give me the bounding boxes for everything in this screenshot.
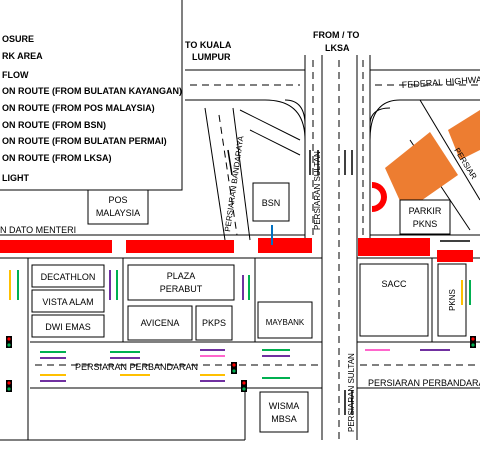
legend-item-route-permai: ON ROUTE (FROM BULATAN PERMAI)	[2, 136, 167, 146]
traffic-light-1	[6, 336, 12, 348]
lane-markings	[35, 60, 480, 440]
building-parkir-box	[399, 199, 451, 235]
legend-item-traffic-light: LIGHT	[2, 173, 29, 183]
building-boxes	[31, 182, 467, 433]
legend: OSURE RK AREA FLOW ON ROUTE (FROM BULATA…	[2, 34, 182, 183]
building-orange-main	[385, 132, 458, 212]
from-to-lksa-line2: LKSA	[325, 43, 350, 53]
road-dato-menteri: N DATO MENTERI	[0, 225, 76, 235]
from-to-lksa-line1: FROM / TO	[313, 30, 359, 40]
legend-item-closure: OSURE	[2, 34, 34, 44]
orange-buildings	[385, 110, 480, 212]
building-sacc-box	[359, 263, 429, 337]
traffic-light-3	[231, 362, 237, 374]
label-parkir-line2: PKNS	[413, 219, 438, 229]
road-persiaran-sultan-lower: PERSIARAN SULTAN	[347, 353, 356, 432]
closure-near-parkir	[358, 238, 430, 256]
building-maybank-box	[257, 301, 313, 339]
flow-arrows	[227, 149, 470, 415]
label-plaza-line2: PERABUT	[160, 284, 203, 294]
traffic-light-2	[6, 380, 12, 392]
legend-item-route-kayangan: ON ROUTE (FROM BULATAN KAYANGAN)	[2, 86, 182, 96]
building-plaza-box	[127, 264, 235, 301]
label-dwi-emas: DWI EMAS	[45, 322, 91, 332]
legend-item-route-pos: ON ROUTE (FROM POS MALAYSIA)	[2, 103, 155, 113]
label-sacc: SACC	[381, 279, 407, 289]
road-persiaran-sultan-upper: PERSIARAN SULTAN	[313, 151, 322, 230]
legend-item-flow: FLOW	[2, 70, 29, 80]
traffic-light-4	[241, 380, 247, 392]
road-perbandaran-right: PERSIARAN PERBANDARA	[368, 378, 480, 388]
building-orange-right	[448, 110, 480, 160]
traffic-lights	[6, 336, 476, 392]
label-avicena: AVICENA	[141, 318, 180, 328]
label-bsn: BSN	[262, 198, 281, 208]
legend-item-park-area: RK AREA	[2, 51, 43, 61]
legend-box	[0, 0, 183, 191]
building-pos-malaysia-box	[87, 189, 149, 225]
label-vista-alam: VISTA ALAM	[42, 297, 93, 307]
building-wisma-box	[259, 391, 309, 433]
road-persiaran-bandaraya: PERSIARAN BANDARAYA	[223, 135, 245, 233]
label-pkps: PKPS	[202, 318, 226, 328]
building-avicena-box	[127, 305, 193, 341]
road-perbandaran-left: PERSIARAN PERBANDARAN	[75, 362, 198, 372]
label-wisma-line1: WISMA	[269, 401, 300, 411]
building-labels: POS MALAYSIA BSN PARKIR PKNS DECATHLON V…	[41, 195, 457, 424]
road-closures	[0, 182, 473, 262]
building-pkps-box	[195, 305, 233, 341]
label-parkir-line1: PARKIR	[409, 206, 442, 216]
label-maybank: MAYBANK	[266, 318, 305, 327]
building-vista-alam-box	[31, 289, 105, 313]
label-pkns: PKNS	[448, 289, 457, 311]
to-kuala-lumpur-line1: TO KUALA	[185, 40, 232, 50]
closure-near-bsn	[258, 238, 312, 253]
closure-dato-menteri-left	[0, 240, 112, 253]
to-kuala-lumpur-line2: LUMPUR	[192, 52, 231, 62]
traffic-light-5	[470, 336, 476, 348]
route-arrows	[9, 225, 471, 382]
closure-dato-menteri-mid	[126, 240, 234, 253]
legend-item-route-bsn: ON ROUTE (FROM BSN)	[2, 120, 106, 130]
label-pos-malaysia-line2: MALAYSIA	[96, 208, 140, 218]
closure-near-pkns	[437, 250, 473, 262]
road-edges	[0, 55, 480, 441]
closure-arc-parkir	[372, 182, 387, 212]
road-federal-highway: FEDERAL HIGHWAY	[401, 74, 480, 90]
label-pos-malaysia-line1: POS	[108, 195, 127, 205]
label-wisma-line2: MBSA	[271, 414, 297, 424]
building-bsn-box	[252, 182, 290, 222]
destinations: TO KUALA LUMPUR FROM / TO LKSA	[185, 30, 359, 62]
building-dwi-emas-box	[31, 314, 105, 338]
label-decathlon: DECATHLON	[41, 272, 96, 282]
label-plaza-line1: PLAZA	[167, 271, 196, 281]
building-decathlon-box	[31, 264, 105, 288]
legend-item-route-lksa: ON ROUTE (FROM LKSA)	[2, 153, 112, 163]
